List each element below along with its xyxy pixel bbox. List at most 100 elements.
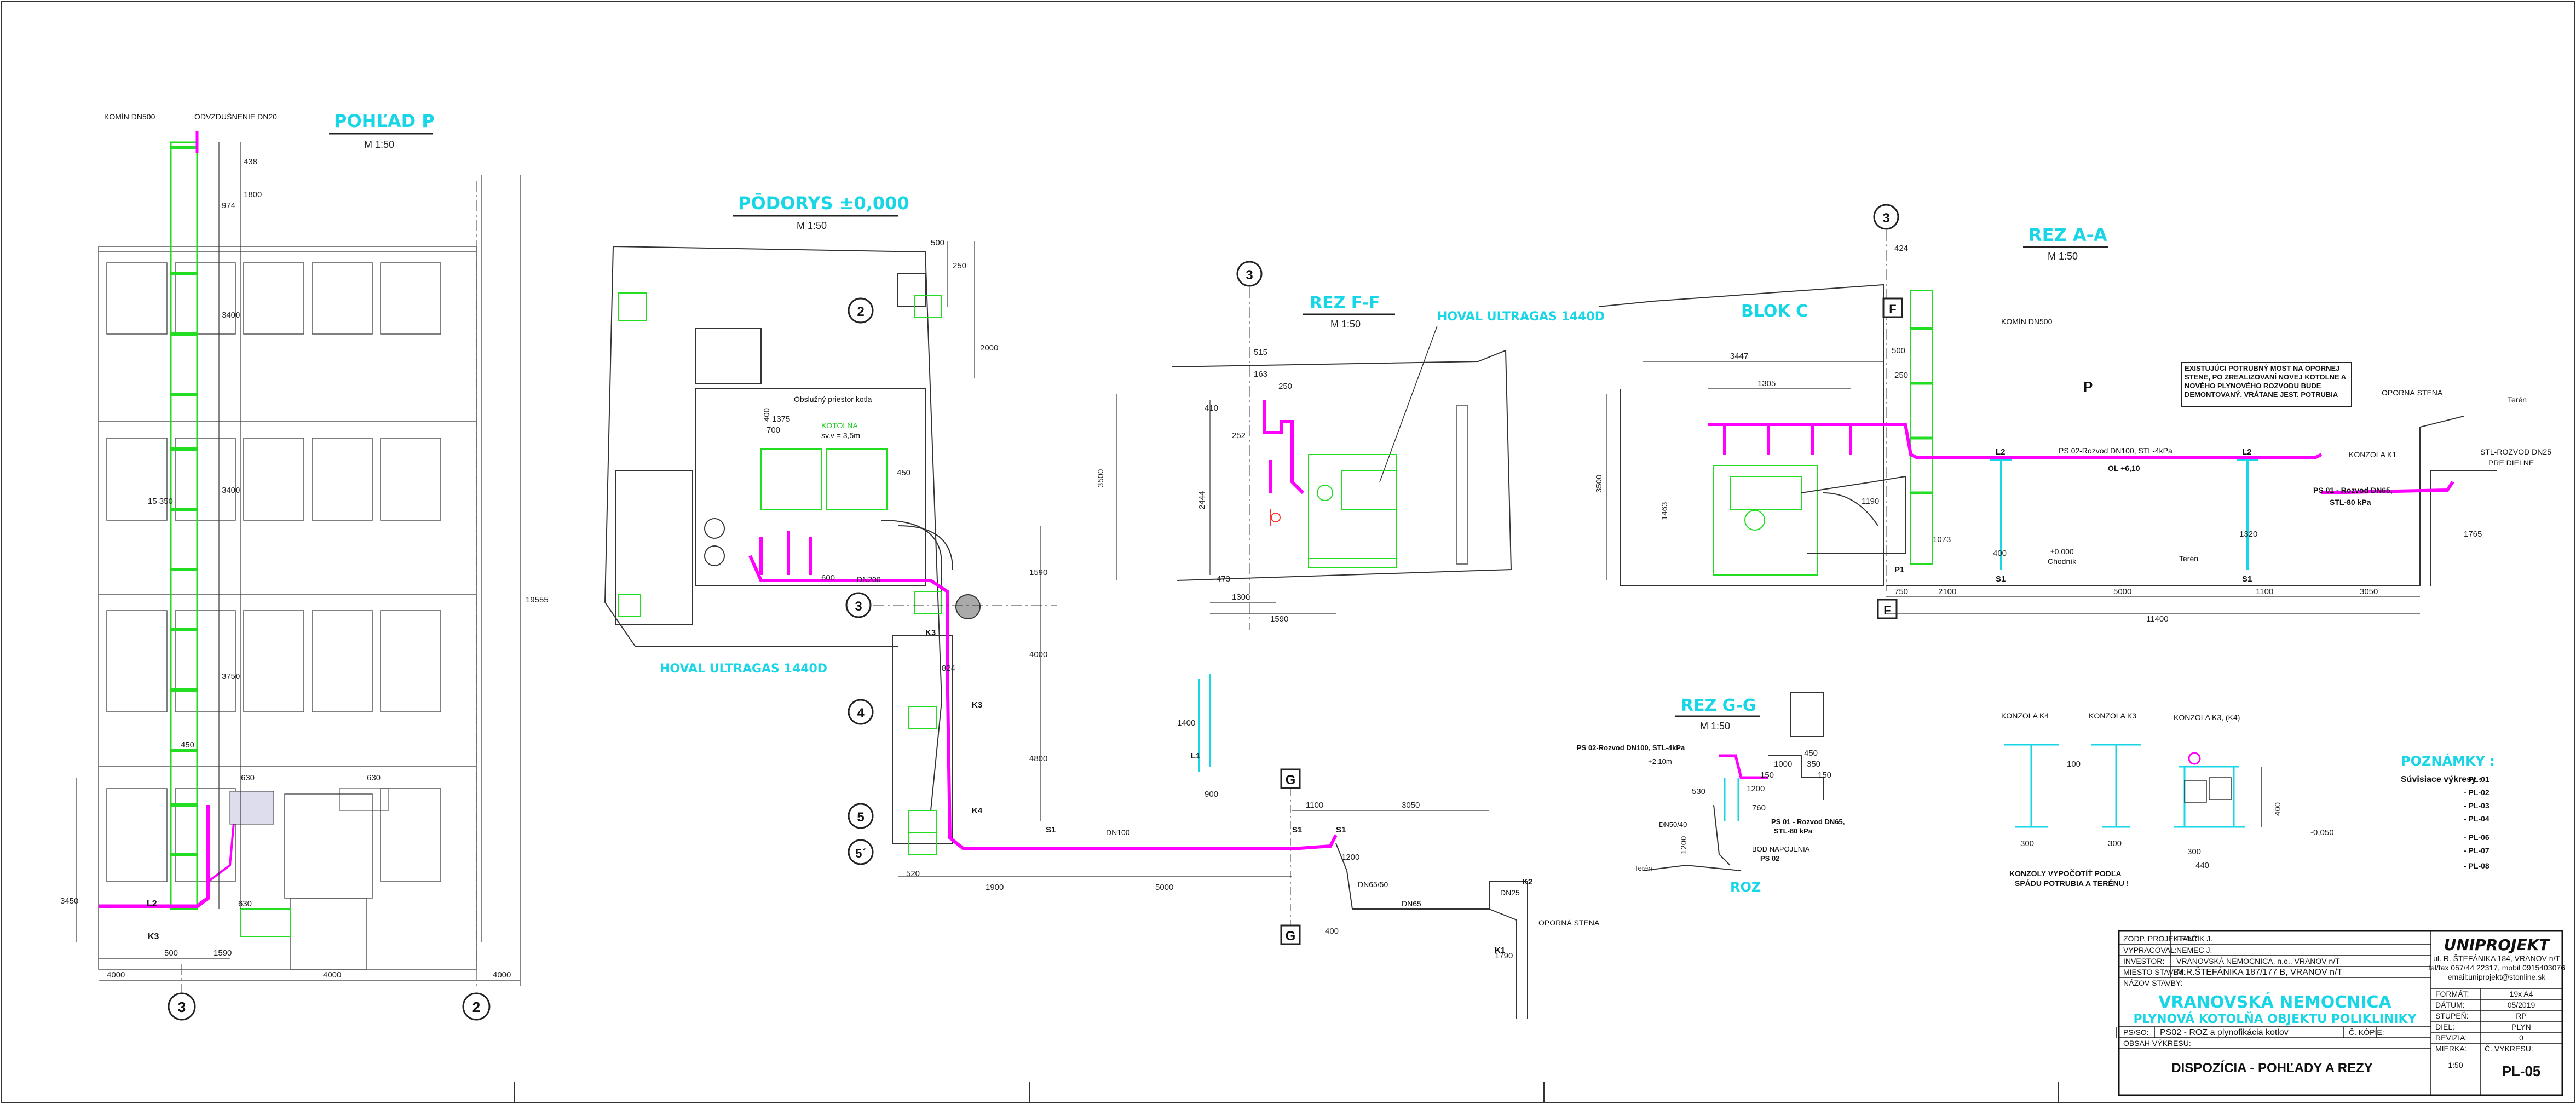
chimney-dn500 <box>170 131 199 910</box>
dim-label: 1100 <box>2256 587 2273 596</box>
obsluzny-label: Obslužný priestor kotla <box>794 395 872 404</box>
notes-subtitle: Súvisiace výkresy : <box>2401 775 2482 784</box>
bod-napojenia-label: BOD NAPOJENIA <box>1752 845 1810 853</box>
sheet-fold-marks <box>514 1082 2059 1103</box>
axis-label: 2 <box>857 304 864 319</box>
rez-aa-dim-lines <box>1606 361 2420 614</box>
mark-k3: K3 <box>148 932 159 941</box>
dim-label: 1790 <box>1495 951 1513 961</box>
dim-label: 500 <box>164 948 178 958</box>
dim-label: 750 <box>1894 587 1908 596</box>
view-rez-gg: REZ G-G M 1:50 ROZ PS 02-Rozvod DN100, S… <box>1577 692 1845 895</box>
axis-marker-2-right: 2 <box>462 992 491 1021</box>
oporna-label: OPORNÁ STENA <box>2382 388 2443 397</box>
tb-right-value: 0 <box>2519 1033 2523 1042</box>
tb-mierka-value: 1:50 <box>2448 1061 2463 1070</box>
kotolna-label: KOTOLŇA <box>821 421 858 430</box>
dim-label: 520 <box>906 869 920 878</box>
konzola-k3-label: KONZOLA K3 <box>2089 711 2136 720</box>
mark: L2 <box>2242 447 2252 457</box>
dim-label: 1400 <box>1177 718 1195 728</box>
dim-label: 4000 <box>493 970 511 980</box>
blok-c-label: BLOK C <box>1741 302 1808 321</box>
tb-project-subname: PLYNOVÁ KOTOLŇA OBJEKTU POLIKLINIKY <box>2133 1012 2417 1026</box>
teren-label: Terén <box>2179 554 2198 563</box>
tb-right-value: 19x A4 <box>2510 990 2533 998</box>
mark: S1 <box>1292 825 1302 835</box>
dim-label: 400 <box>762 408 771 422</box>
dn100-label: DN100 <box>1106 828 1130 837</box>
section-mark: G <box>1286 773 1296 787</box>
related-drawing: - PL-02 <box>2464 788 2489 797</box>
dim-label: 250 <box>953 261 966 271</box>
tb-drawing-number: PL-05 <box>2502 1063 2541 1079</box>
tb-drawing-content: DISPOZÍCIA - POHĽADY A REZY <box>2171 1060 2373 1076</box>
tb-ps-value: PS02 - ROZ a plynofikácia kotlov <box>2160 1028 2289 1037</box>
view-konzoly: KONZOLA K4 KONZOLA K3 KONZOLA K3, (K4) K… <box>2001 711 2334 888</box>
dim-label: 438 <box>244 157 257 166</box>
dim-label: 3050 <box>1402 801 1420 810</box>
dn-label: DN50/40 <box>1659 820 1687 829</box>
title-block-rows: ZODP. PROJEKTANT: FENČÍK J. VYPRACOVAL: … <box>2123 934 2384 1048</box>
tb-row-label: ZODP. PROJEKTANT: <box>2123 934 2199 943</box>
view-rez-aa: REZ A-A M 1:50 BLOK C P 3 <box>1594 204 2551 624</box>
dim-label: 1590 <box>214 948 232 958</box>
tb-row-value: VRANOVSKÁ NEMOCNICA, n.o., VRANOV n/T <box>2176 957 2340 965</box>
konzola-k4-label: KONZOLA K4 <box>2001 711 2049 720</box>
section-mark: F <box>1883 603 1891 617</box>
mark: S1 <box>1336 825 1346 835</box>
rez-aa-title: REZ A-A <box>2028 225 2107 245</box>
dim-label: 163 <box>1254 370 1267 379</box>
dim-label: 450 <box>897 468 910 478</box>
dim-label: 4000 <box>323 970 341 980</box>
dim-label: 4000 <box>107 970 125 980</box>
dim-label: 824 <box>942 664 955 673</box>
tb-right-rows: FORMÁT: 19x A4 DÁTUM: 05/2019 STUPEŇ: RP… <box>2435 990 2535 1070</box>
dim-label: 1590 <box>1029 568 1047 577</box>
tb-right-label: DIEL: <box>2435 1022 2454 1031</box>
building-facade <box>98 246 477 970</box>
dim-label: 5000 <box>1155 883 1173 892</box>
tb-right-label: STUPEŇ: <box>2435 1011 2469 1020</box>
mark: L2 <box>1996 447 2006 457</box>
dim-label: 252 <box>1232 431 1246 440</box>
pohlad-odvzd-label: ODVZDUŠNENIE DN20 <box>194 112 277 121</box>
tb-right-label: REVÍZIA: <box>2435 1033 2467 1042</box>
kota-label: +2,10m <box>1648 757 1672 766</box>
notes-title: POZNÁMKY : <box>2401 753 2495 769</box>
konzoly-drawings <box>2004 744 2245 828</box>
tb-right-value: PLYN <box>2511 1022 2531 1031</box>
ol-label: OL +6,10 <box>2108 464 2140 473</box>
related-drawing: - PL-03 <box>2464 801 2489 810</box>
tb-row-label: INVESTOR: <box>2123 957 2164 965</box>
dim-label: 250 <box>1894 371 1908 380</box>
axis-marker-3-left: 3 <box>168 992 196 1021</box>
rez-ff-gas-pipes <box>1263 400 1305 495</box>
dim-label: 1375 <box>772 415 790 424</box>
tb-company-name: UNIPROJEKT <box>2444 936 2551 954</box>
dim-label: 630 <box>367 773 381 783</box>
dim-label: 600 <box>821 573 835 583</box>
dn65-label: DN65 <box>1402 899 1421 908</box>
dim-label: 450 <box>1804 749 1818 758</box>
ps01b-label: STL-80 kPa <box>2330 498 2371 507</box>
dim-label: 3450 <box>60 896 78 906</box>
related-drawing: - PL-04 <box>2464 814 2489 823</box>
boiler-units <box>618 292 942 855</box>
dim-label: 100 <box>2067 760 2081 769</box>
ps02-label: PS 02-Rozvod DN100, STL-4kPa <box>2059 446 2172 455</box>
roz-label: ROZ <box>1730 879 1761 895</box>
podorys-axis-markers: 2 3 4 5 5´ <box>845 297 874 865</box>
section-f-markers: F F <box>1877 297 1903 619</box>
tb-row-value: NEMEC J. <box>2176 946 2212 955</box>
rez-ff-room <box>1171 349 1512 581</box>
podorys-walls <box>604 246 953 844</box>
mark: K1 <box>1495 946 1505 955</box>
dim-label: 424 <box>1894 244 1908 253</box>
tb-company-line: email:uniprojekt@stonline.sk <box>2448 973 2546 981</box>
rez-gg-gas-pipes <box>1719 754 1768 779</box>
podorys-hoval-label: HOVAL ULTRAGAS 1440D <box>660 662 827 676</box>
dim-label: 3400 <box>222 486 240 495</box>
dim-label: 400 <box>1993 549 2007 558</box>
konzola-k3k4-label: KONZOLA K3, (K4) <box>2174 713 2240 722</box>
